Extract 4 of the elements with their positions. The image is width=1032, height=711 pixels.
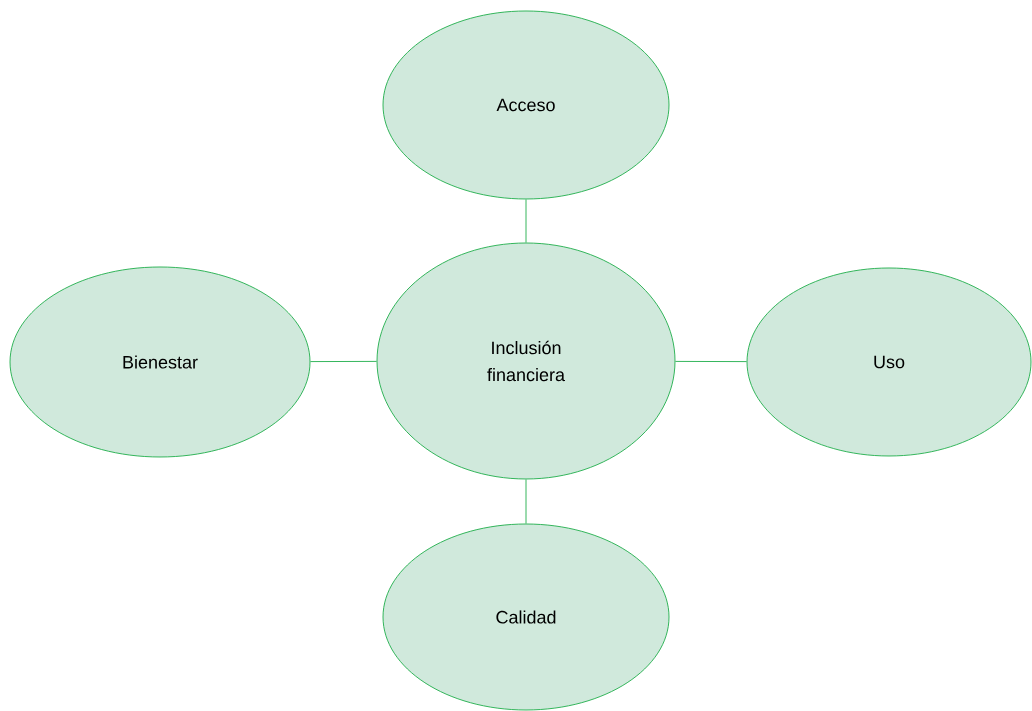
connector-line [525,479,527,524]
connector-line [525,199,527,243]
connector-line [675,360,747,363]
connector-line [310,360,377,363]
